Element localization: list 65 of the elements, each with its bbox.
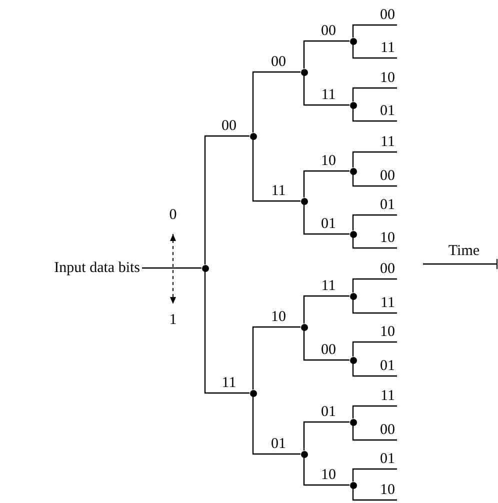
branch-line [352,468,397,482]
branch-line [252,140,300,202]
branch-line [303,458,350,486]
axis-label: Time [447,242,481,260]
branch-line [352,300,397,314]
axis-label: 0 [168,206,178,224]
edge-label: 10 [320,467,337,483]
branch-line [252,326,300,390]
branch-line [352,214,397,230]
edge-label: 00 [379,261,395,277]
branch-line [352,341,397,356]
branch-line [252,396,300,455]
edge-label: 11 [320,278,337,294]
branch-line [352,44,397,59]
branch-line [303,421,350,450]
branch-line [142,267,202,269]
edge-label: 01 [379,103,395,119]
branch-line [352,151,397,168]
branch-line [303,76,350,106]
branch-line [303,330,350,361]
axis-label: 1 [168,311,178,329]
edge-label: 01 [379,451,395,467]
edge-label: 10 [379,70,395,86]
edge-label: 00 [320,23,337,39]
edge-label: 11 [320,87,337,103]
branch-line [303,204,350,235]
edge-label: 01 [320,404,337,420]
branch-line [204,272,250,394]
edge-label: 10 [379,482,395,498]
edge-label: 00 [220,118,238,134]
edge-label: 00 [379,7,395,23]
branch-line [352,364,397,377]
branch-line [352,24,397,38]
input-label: Input data bits [28,259,140,277]
edge-label: 11 [380,40,395,56]
edge-label: 11 [220,375,238,391]
branch-line [303,170,350,198]
branch-line [352,87,397,102]
edge-label: 11 [270,183,287,199]
edge-label: 10 [270,309,287,325]
edge-label: 11 [380,134,395,150]
edge-label: 00 [379,422,395,438]
branch-line [252,71,300,132]
branch-line [303,295,350,324]
edge-label: 11 [380,388,395,404]
edge-label: 10 [379,324,395,340]
branch-line [204,135,250,264]
edge-label: 00 [320,342,337,358]
edge-label: 10 [320,153,337,169]
branch-line [352,278,397,292]
edge-label: 10 [379,230,395,246]
edge-label: 01 [320,216,337,232]
branch-line [303,40,350,68]
branch-line [352,488,397,501]
branch-line [352,238,397,249]
branch-line [352,108,397,122]
branch-line [352,405,397,418]
edge-label: 00 [379,168,395,184]
edge-label: 01 [379,197,395,213]
branch-line [352,426,397,441]
branch-line [352,174,397,187]
edge-label: 11 [380,295,395,311]
edge-label: 00 [270,54,287,70]
edge-label: 01 [379,358,395,374]
edge-label: 01 [270,436,287,452]
